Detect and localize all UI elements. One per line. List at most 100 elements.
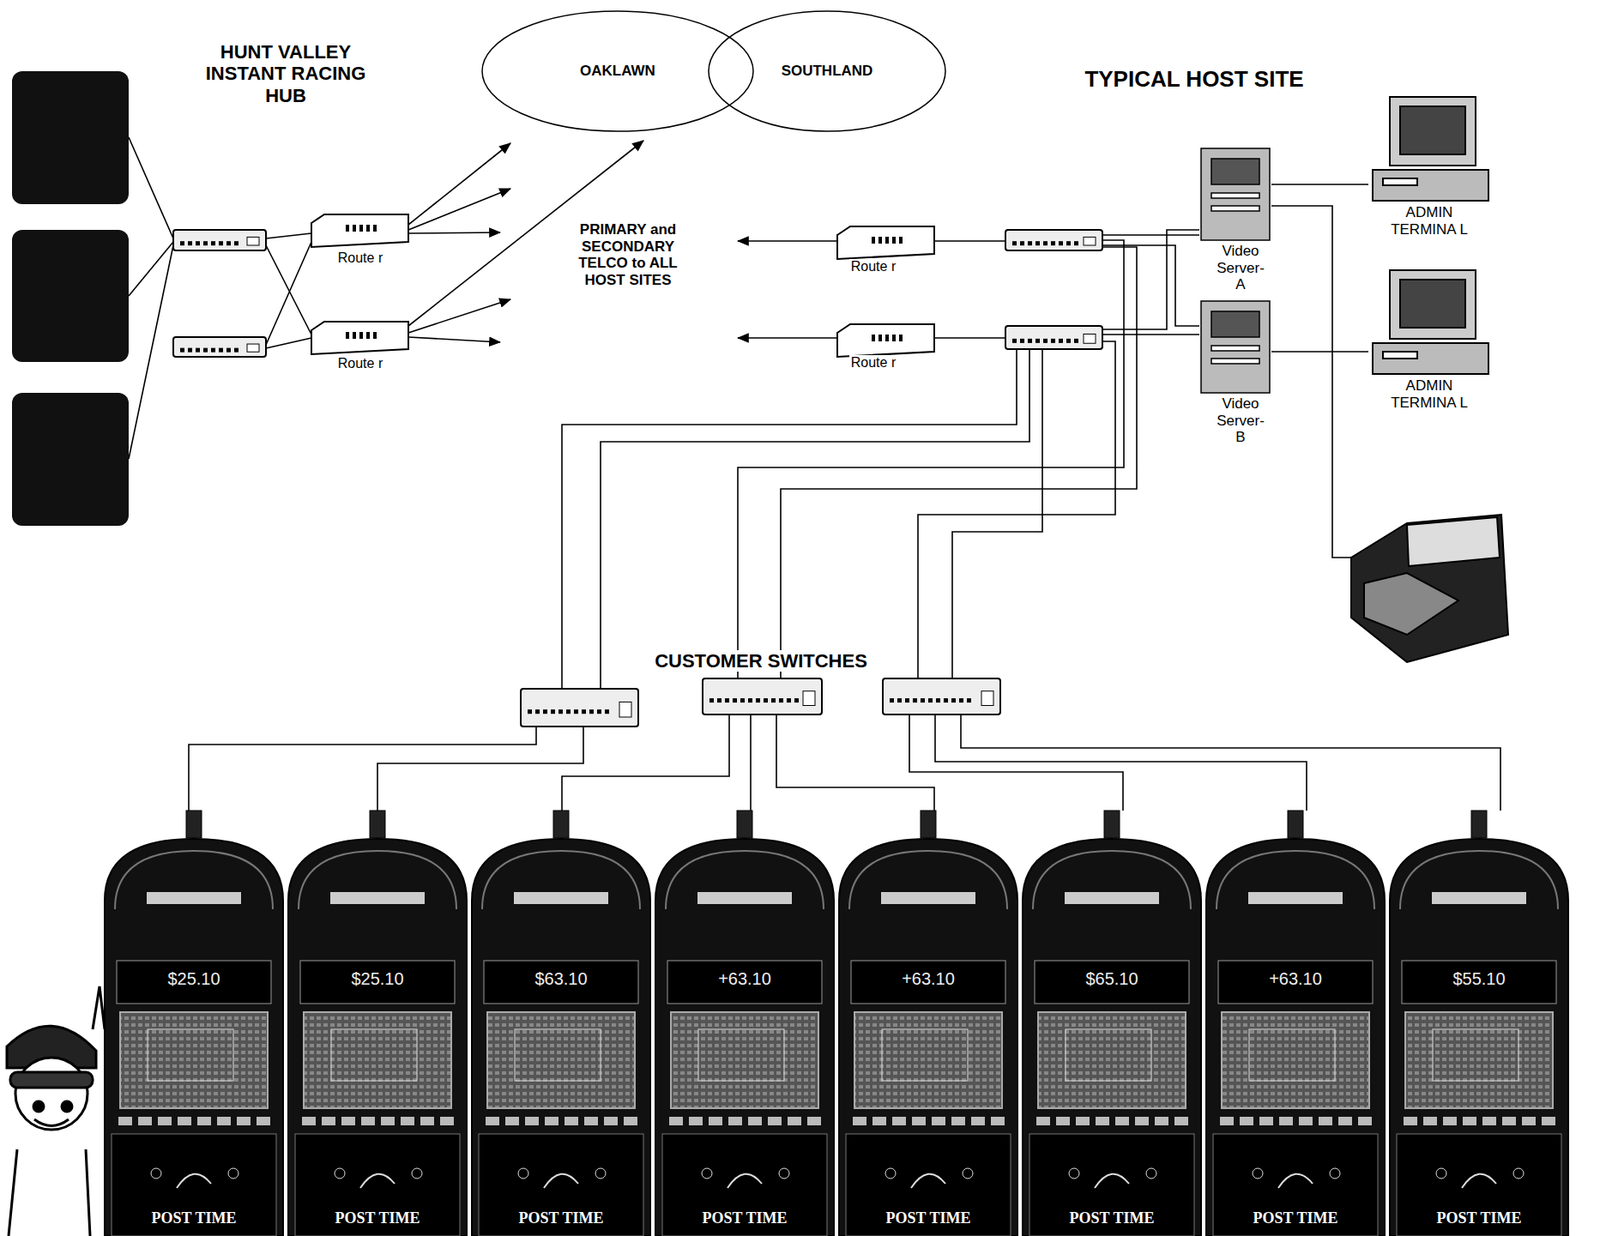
- rect-shape: [366, 332, 370, 339]
- rect-shape: [218, 241, 224, 246]
- label-patch: CUSTOMER SWITCHES: [652, 650, 870, 672]
- payout-display: $55.10: [1414, 969, 1544, 990]
- rect-shape: [218, 348, 224, 353]
- circle-shape: [1436, 1168, 1447, 1179]
- rect-shape: [366, 224, 370, 232]
- rect-shape: [1058, 241, 1063, 246]
- path-shape: [482, 851, 640, 910]
- rect-shape: [1287, 810, 1304, 839]
- circle-shape: [885, 1168, 896, 1179]
- jockey-mascot: [6, 986, 105, 1236]
- rect-shape: [899, 334, 903, 342]
- wires: [128, 137, 1501, 811]
- hub-title: HUNT VALLEY INSTANT RACING HUB: [193, 41, 379, 107]
- rect-shape: [803, 691, 816, 707]
- rect-shape: [892, 236, 896, 244]
- brand-logo: POST TIME: [492, 1209, 630, 1228]
- rect-shape: [709, 698, 714, 703]
- rect-shape: [147, 1029, 234, 1081]
- telco-arrows: [408, 140, 838, 343]
- rect-shape: [380, 1116, 395, 1126]
- rect-shape: [1005, 326, 1103, 350]
- rect-shape: [748, 698, 753, 703]
- rect-shape: [173, 229, 266, 251]
- rect-shape: [724, 698, 730, 703]
- post-time-machine: [839, 810, 1018, 1236]
- path-shape: [837, 226, 935, 260]
- rect-shape: [897, 698, 902, 703]
- rect-shape: [778, 698, 784, 703]
- path-shape: [311, 321, 409, 355]
- rect-shape: [951, 1116, 966, 1126]
- brand-logo: POST TIME: [1226, 1209, 1365, 1228]
- rect-shape: [845, 1134, 1011, 1236]
- rect-shape: [878, 236, 882, 244]
- brand-logo: POST TIME: [1043, 1209, 1181, 1228]
- rect-shape: [483, 960, 639, 1004]
- rect-shape: [558, 709, 563, 714]
- rect-shape: [1541, 1116, 1556, 1126]
- rect-shape: [1405, 1012, 1553, 1109]
- path-shape: [104, 839, 284, 1236]
- rect-shape: [928, 698, 933, 703]
- rect-shape: [1471, 810, 1487, 839]
- rect-shape: [748, 1116, 762, 1126]
- rect-shape: [513, 892, 609, 905]
- circle-shape: [334, 1168, 345, 1179]
- rect-shape: [226, 241, 231, 246]
- path-shape: [176, 1174, 212, 1189]
- post-time-machine: [1389, 810, 1569, 1236]
- rect-shape: [1075, 1116, 1090, 1126]
- rect-shape: [303, 1012, 452, 1109]
- payout-display: +63.10: [1231, 969, 1360, 990]
- path-shape: [1206, 839, 1385, 1236]
- payout-display: $25.10: [313, 969, 442, 990]
- label-patch: Route r: [336, 356, 385, 371]
- rect-shape: [211, 348, 216, 353]
- rect-shape: [959, 698, 964, 703]
- rect-shape: [566, 709, 571, 714]
- rect-shape: [295, 1134, 460, 1236]
- site-ellipse: SOUTHLAND: [706, 9, 948, 133]
- circle-shape: [778, 1168, 790, 1179]
- brand-logo: POST TIME: [859, 1209, 997, 1228]
- rect-shape: [1074, 338, 1079, 344]
- rect-shape: [217, 1116, 231, 1126]
- section-title: TYPICAL HOST SITE: [1056, 66, 1332, 93]
- rect-shape: [1083, 333, 1096, 344]
- rect-shape: [1036, 1116, 1051, 1126]
- rect-shape: [728, 1116, 743, 1126]
- site-ellipse: OAKLAWN: [480, 9, 755, 133]
- path-shape: [1461, 1174, 1497, 1189]
- path-shape: [1400, 851, 1558, 910]
- rect-shape: [767, 1116, 782, 1126]
- switch-icon: [173, 229, 266, 251]
- rect-shape: [1050, 241, 1056, 246]
- rect-shape: [732, 698, 737, 703]
- rect-shape: [971, 1116, 985, 1126]
- rect-shape: [177, 1116, 192, 1126]
- rect-shape: [573, 709, 579, 714]
- label-patch: Route r: [849, 355, 898, 370]
- circle-shape: [1068, 1168, 1080, 1179]
- rect-shape: [1502, 1116, 1516, 1126]
- label-patch: Route r: [849, 259, 898, 274]
- path-shape: [1216, 851, 1375, 910]
- switch-icon: [882, 678, 1001, 715]
- ellipse-shape: [482, 11, 754, 132]
- cash-register: [1351, 514, 1509, 663]
- rect-shape: [1221, 1012, 1370, 1109]
- path-shape: [543, 1174, 579, 1189]
- post-time-machine: [1206, 810, 1385, 1236]
- rect-shape: [1403, 1116, 1418, 1126]
- rect-shape: [485, 1116, 500, 1126]
- rect-shape: [341, 1116, 356, 1126]
- rect-shape: [920, 810, 936, 839]
- rect-shape: [1066, 338, 1071, 344]
- rect-shape: [1058, 338, 1063, 344]
- rect-shape: [1012, 338, 1017, 344]
- rect-shape: [234, 241, 239, 246]
- rect-shape: [872, 1116, 887, 1126]
- label-patch: ADMIN TERMINA L: [1388, 377, 1470, 411]
